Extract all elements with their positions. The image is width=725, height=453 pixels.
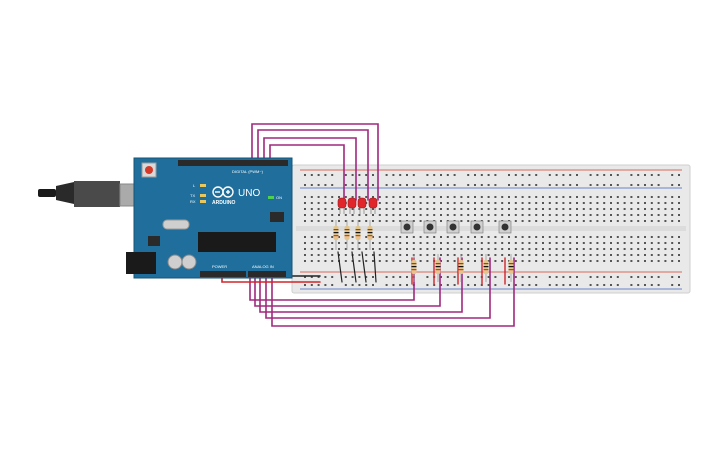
- led-icon[interactable]: [337, 197, 347, 214]
- arduino-model: UNO: [238, 188, 260, 199]
- pushbutton-group: [400, 220, 512, 234]
- status-led-icon: [200, 184, 206, 187]
- analog-label: ANALOG IN: [252, 264, 274, 269]
- pushbutton-icon[interactable]: [423, 220, 437, 234]
- led-icon[interactable]: [357, 197, 367, 214]
- arduino-uno-board[interactable]: DIGITAL (PWM~) L TX RX ON ARDUINO UNO PO…: [38, 157, 293, 279]
- wire-led-2: [257, 129, 369, 201]
- analog-header[interactable]: [248, 271, 286, 277]
- power-label: POWER: [212, 264, 227, 269]
- led-group: [337, 197, 378, 214]
- wire-led-4: [269, 144, 345, 201]
- resistor-icon[interactable]: [333, 220, 339, 250]
- led-resistor-group: [333, 220, 373, 250]
- wire-led-3: [263, 137, 357, 201]
- wire-button-4: [265, 257, 491, 319]
- resistor-icon[interactable]: [508, 254, 514, 282]
- wire-led-1: [251, 123, 379, 201]
- on-label: ON: [276, 195, 282, 200]
- led-label-l: L: [193, 183, 196, 188]
- pushbutton-icon[interactable]: [498, 220, 512, 234]
- arduino-logo-icon: [212, 186, 234, 198]
- power-header[interactable]: [200, 271, 246, 277]
- resistor-icon[interactable]: [367, 220, 373, 250]
- led-label-rx: RX: [190, 199, 196, 204]
- power-jack: [126, 252, 156, 274]
- digital-header-label: DIGITAL (PWM~): [232, 169, 264, 174]
- resistor-icon[interactable]: [458, 254, 464, 282]
- pulldown-resistor-group: [411, 254, 514, 282]
- led-icon[interactable]: [368, 197, 378, 214]
- wire-button-5: [271, 257, 515, 327]
- status-led-icon: [200, 200, 206, 203]
- breadboard[interactable]: [291, 164, 691, 294]
- resistor-icon[interactable]: [355, 220, 361, 250]
- microcontroller-chip: [198, 232, 276, 252]
- status-led-icon: [200, 194, 206, 197]
- wire-button-2: [254, 257, 441, 307]
- resistor-icon[interactable]: [344, 220, 350, 250]
- resistor-icon[interactable]: [435, 254, 441, 282]
- resistor-icon[interactable]: [411, 254, 417, 282]
- led-icon[interactable]: [347, 197, 357, 214]
- arduino-brand: ARDUINO: [212, 200, 235, 206]
- pushbutton-icon[interactable]: [446, 220, 460, 234]
- on-led-icon: [268, 196, 274, 199]
- pushbutton-icon[interactable]: [470, 220, 484, 234]
- resistor-icon[interactable]: [483, 254, 489, 282]
- wire-button-3: [259, 257, 463, 313]
- pushbutton-icon[interactable]: [400, 220, 414, 234]
- digital-header[interactable]: [178, 160, 288, 166]
- led-label-tx: TX: [190, 193, 195, 198]
